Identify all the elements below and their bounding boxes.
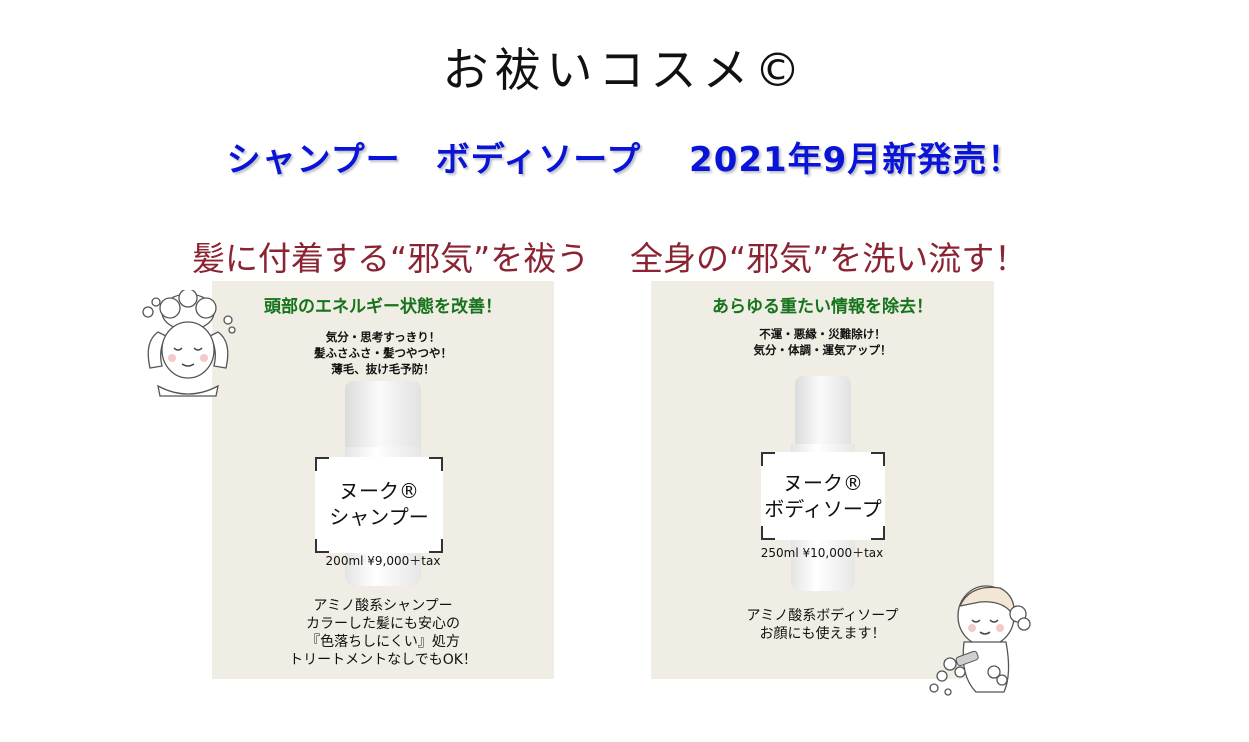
shampoo-benefits: 気分・思考すっきり！ 髪ふさふさ・髪つやつや！ 薄毛、抜け毛予防！ [212,329,554,377]
shampoo-benefit: 髪ふさふさ・髪つやつや！ [314,346,452,360]
bodysoap-panel: あらゆる重たい情報を除去！ 不運・悪縁・災難除け！ 気分・体調・運気アップ！ ヌ… [651,281,994,679]
product-label: ヌーク® シャンプー [315,457,443,553]
shampoo-bottle: ヌーク® シャンプー 200ml ¥9,000＋tax [305,381,461,586]
shampoo-product-name: ヌーク® シャンプー [329,479,429,529]
hair-washing-girl-illustration [142,290,236,397]
shampoo-benefit: 薄毛、抜け毛予防！ [331,362,435,376]
body-washing-girl-illustration [929,585,1031,696]
product-label: ヌーク® ボディソープ [761,452,885,540]
bodysoap-benefits: 不運・悪縁・災難除け！ 気分・体調・運気アップ！ [651,326,994,358]
shampoo-subheading: 頭部のエネルギー状態を改善！ [264,297,502,317]
bodysoap-benefit: 気分・体調・運気アップ！ [753,343,892,357]
launch-announcement: シャンプー ボディソープ 2021年9月新発売！ [226,140,1023,180]
page-title: お祓いコスメ© [442,43,807,97]
bodysoap-benefit: 不運・悪縁・災難除け！ [759,327,886,341]
bodysoap-subheading: あらゆる重たい情報を除去！ [712,297,933,317]
bodysoap-price: 250ml ¥10,000＋tax [760,546,884,560]
bottle-cap [345,381,421,449]
shampoo-heading: 髪に付着する“邪気”を祓う [192,239,590,278]
shampoo-panel: 頭部のエネルギー状態を改善！ 気分・思考すっきり！ 髪ふさふさ・髪つやつや！ 薄… [212,281,554,679]
shampoo-benefit: 気分・思考すっきり！ [325,330,441,344]
bodysoap-description: アミノ酸系ボディソープ お顔にも使えます！ [746,608,899,642]
bottle-cap [795,376,851,446]
bodysoap-heading: 全身の“邪気”を洗い流す！ [630,239,1028,278]
shampoo-price: 200ml ¥9,000＋tax [325,554,441,568]
bodysoap-bottle: ヌーク® ボディソープ 250ml ¥10,000＋tax [747,376,897,591]
shampoo-description: アミノ酸系シャンプー カラーした髪にも安心の 『色落ちしにくい』処方 トリートメ… [289,598,477,668]
bodysoap-product-name: ヌーク® ボディソープ [764,471,882,521]
